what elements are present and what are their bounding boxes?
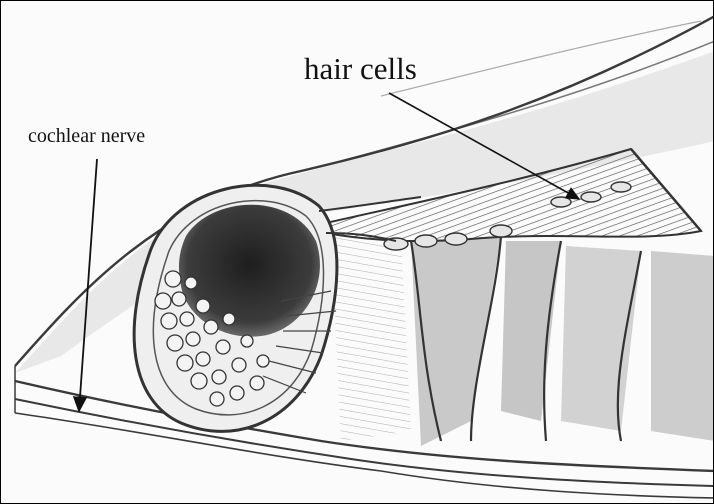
organ-chambers (331, 231, 714, 446)
cochlear-nerve-label: cochlear nerve (28, 126, 145, 146)
cochlear-nerve-arrow (79, 159, 97, 411)
spiral-ganglion (134, 185, 337, 431)
hair-cells-label: hair cells (304, 53, 417, 84)
